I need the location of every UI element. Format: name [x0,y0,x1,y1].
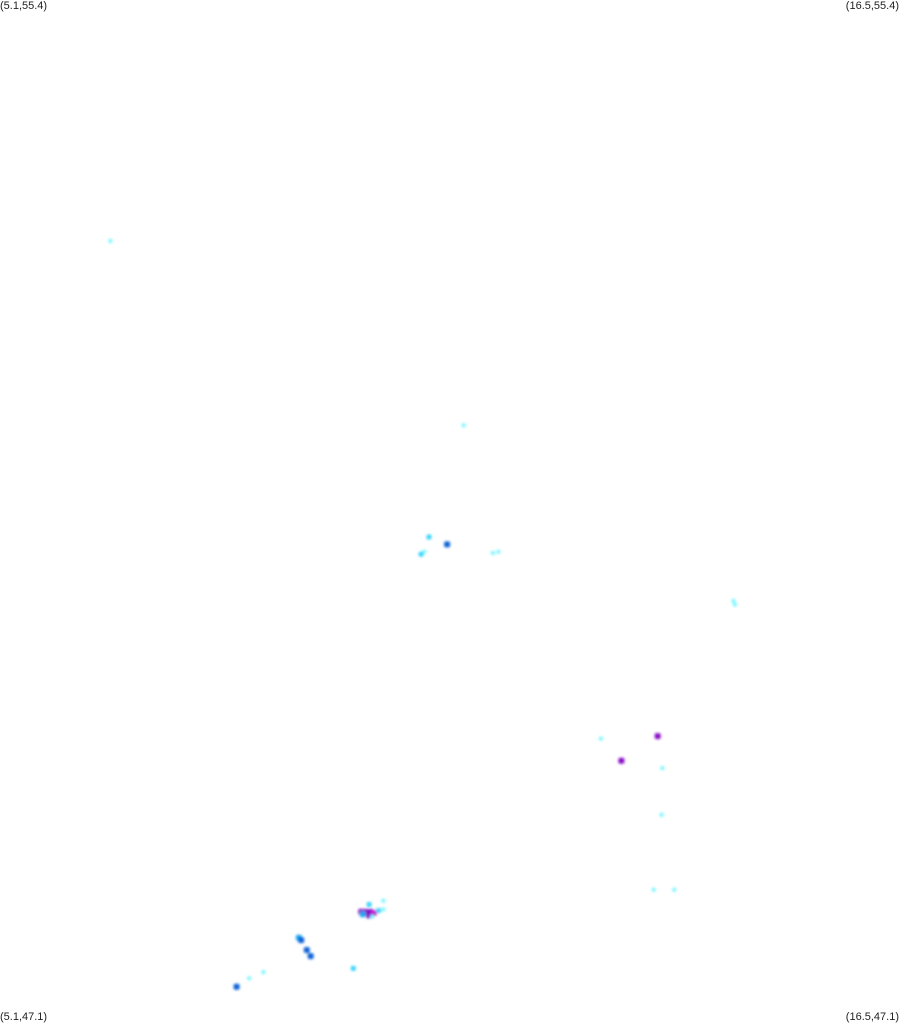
map-point [418,551,424,557]
map-point [496,549,501,554]
map-point [370,914,375,919]
map-point [660,766,665,771]
bottom-right-coordinate-label: (16.5,47.1) [845,1011,899,1023]
map-point [261,970,266,975]
map-point [651,887,656,892]
map-point [490,551,495,555]
map-point [366,902,372,907]
map-point [733,602,737,607]
map-point [298,937,305,944]
map-point [370,910,377,917]
map-point [108,238,113,243]
map-point [359,911,366,918]
top-right-coordinate-label: (16.5,55.4) [845,0,899,12]
map-point [376,908,381,914]
data-points-layer [108,238,737,990]
bottom-left-coordinate-label: (5.1,47.1) [0,1011,48,1023]
map-point [654,733,661,740]
map-point [444,541,451,548]
map-point [350,965,356,971]
map-point [426,534,432,540]
map-point [598,736,603,741]
map-point [731,598,736,603]
map-point [461,423,466,428]
map-point [247,976,252,981]
map-point [303,947,310,953]
map-point [307,953,314,960]
map-point [672,887,677,892]
map-point [233,983,240,990]
map-point [618,757,625,764]
map-point [381,898,386,903]
map-point [381,907,386,912]
top-left-coordinate-label: (5.1,55.4) [0,0,48,12]
map-point [659,812,664,817]
